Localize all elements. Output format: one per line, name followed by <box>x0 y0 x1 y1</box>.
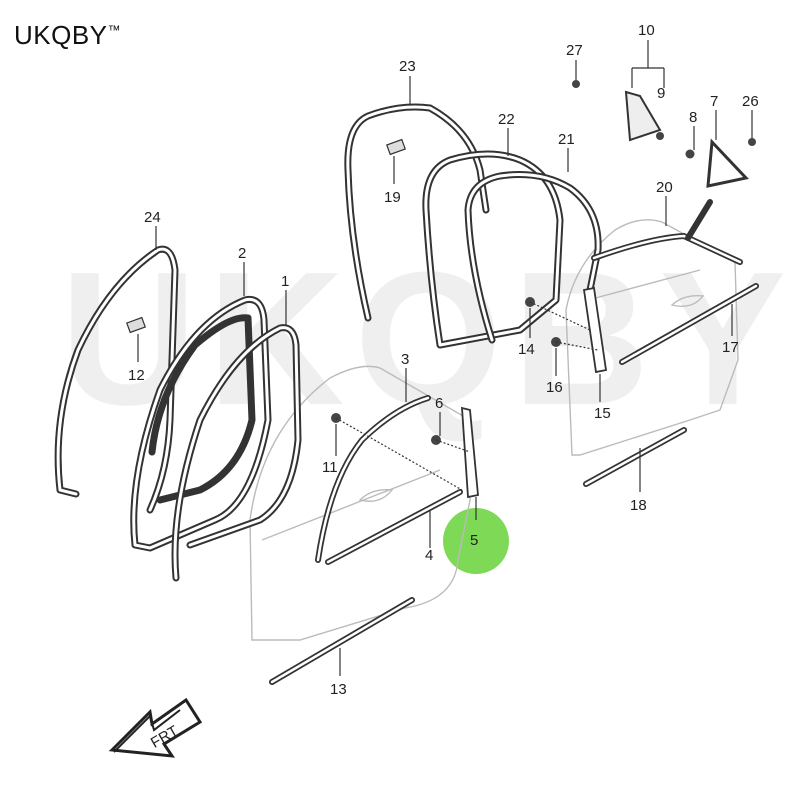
part-9-nut <box>656 132 664 140</box>
callout-5: 5 <box>470 532 478 549</box>
callout-3: 3 <box>401 351 409 368</box>
callout-19: 19 <box>384 189 401 206</box>
part-20-strip <box>591 232 743 265</box>
part-21-seal-inner <box>466 173 600 342</box>
callout-9: 9 <box>657 85 665 102</box>
part-8-screw <box>685 149 695 159</box>
callout-17: 17 <box>722 339 739 356</box>
part-1-seal-inner <box>173 326 300 580</box>
highlight-circle <box>443 508 509 574</box>
part-2-seal-inner-loop <box>148 314 256 504</box>
part-18-molding-inner <box>584 428 686 486</box>
callout-10: 10 <box>638 22 655 39</box>
part-5-pillar-trim <box>461 406 479 499</box>
callout-4: 4 <box>425 547 433 564</box>
callout-11: 11 <box>322 459 338 476</box>
part-22-seal-inner <box>424 152 562 347</box>
part-4-molding-inner <box>326 490 462 564</box>
callout-16: 16 <box>546 379 563 396</box>
part-2-seal-inner <box>132 297 270 550</box>
part-27-nut <box>572 80 580 88</box>
callout-12: 12 <box>128 367 145 384</box>
part-17-molding-inner <box>620 284 758 364</box>
front-door-handle <box>358 489 394 502</box>
part-12-clip <box>126 316 146 334</box>
callout-20: 20 <box>656 179 673 196</box>
part-9-bracket <box>624 90 662 142</box>
part-26-screw <box>748 138 756 146</box>
part-3-strip-inner <box>316 396 430 562</box>
callout-7: 7 <box>710 93 718 110</box>
callout-6: 6 <box>435 395 443 412</box>
callout-18: 18 <box>630 497 647 514</box>
callout-14: 14 <box>518 341 535 358</box>
part-24-seal-inner <box>56 247 177 512</box>
callout-8: 8 <box>689 109 697 126</box>
rear-door-outline <box>565 219 739 456</box>
rear-door-handle <box>670 295 705 308</box>
callout-13: 13 <box>330 681 347 698</box>
part-7-triangle-trim <box>706 138 749 188</box>
callout-1: 1 <box>281 273 289 290</box>
brand-trademark: ™ <box>107 22 122 38</box>
brand-logo: UKQBY™ <box>14 20 121 51</box>
front-door-outline <box>249 365 471 641</box>
part-20-strip-inner <box>592 234 742 264</box>
callout-27: 27 <box>566 42 583 59</box>
callout-15: 15 <box>594 405 611 422</box>
leader-lines <box>137 40 753 676</box>
callout-22: 22 <box>498 111 515 128</box>
part-22-seal <box>422 150 564 349</box>
front-direction-arrow: FRT <box>108 697 203 758</box>
callout-23: 23 <box>399 58 416 75</box>
part-19-clip <box>386 138 406 156</box>
callout-21: 21 <box>558 131 575 148</box>
callout-26: 26 <box>742 93 759 110</box>
part-13-molding-inner <box>270 598 414 684</box>
part-20-strip-end <box>685 199 713 241</box>
part-15-pillar-trim <box>582 286 608 374</box>
brand-name: UKQBY <box>14 20 108 50</box>
callout-24: 24 <box>144 209 161 226</box>
callout-2: 2 <box>238 245 246 262</box>
part-23-seal-inner <box>346 105 488 320</box>
